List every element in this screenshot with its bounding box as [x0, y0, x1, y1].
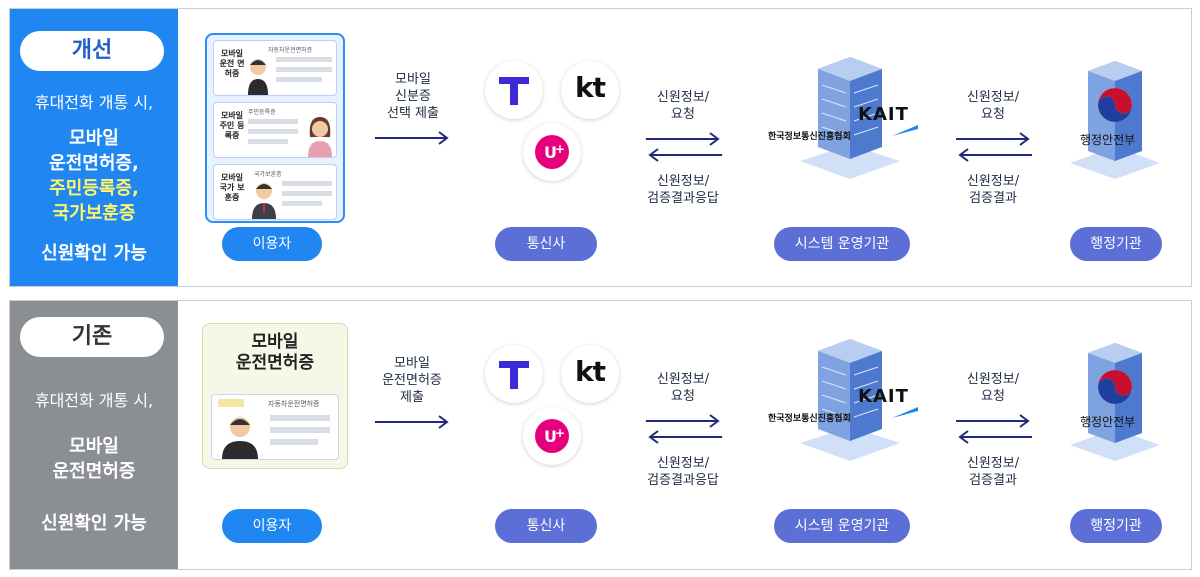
lguplus-icon: U+ [535, 135, 569, 169]
existing-conclusion: 신원확인 가능 [41, 513, 147, 534]
kt-logo: kt [561, 345, 619, 403]
kait-swoosh-icon [892, 125, 918, 136]
flow-result2-label: 신원정보/ 검증결과 [966, 456, 1020, 488]
left-arrow-icon [958, 430, 1032, 444]
person-female-icon [308, 117, 332, 157]
kait-name: 한국정보통신진흥협회 [768, 414, 851, 424]
gov-name: 행정안전부 [1080, 415, 1136, 429]
gov-name: 행정안전부 [1080, 133, 1136, 147]
improved-line4: 국가보훈증 [52, 203, 136, 224]
flow-request2-label: 신원정보/ 요청 [966, 372, 1020, 404]
role-telecom-button[interactable]: 통신사 [495, 227, 597, 261]
card-label: 모바일 주민 등록증 [219, 111, 245, 140]
left-arrow-icon [648, 430, 722, 444]
building-icon [1070, 343, 1160, 461]
flow-response-label: 신원정보/ 검증결과응답 [647, 174, 719, 206]
right-arrow-icon [375, 131, 449, 145]
existing-line1: 모바일 [69, 436, 119, 457]
card-title: 자동차운전면허증 [268, 47, 313, 54]
lguplus-logo: U+ [523, 123, 581, 181]
card-label: 모바일 운전 면허증 [219, 49, 245, 78]
svg-text:+: + [555, 142, 565, 156]
skt-logo [485, 345, 543, 403]
improved-badge: 개선 [20, 31, 164, 71]
right-arrow-icon [646, 414, 720, 428]
improved-line3: 주민등록증, [49, 178, 139, 199]
svg-text:+: + [555, 426, 565, 440]
improved-panel: 개선 휴대전화 개통 시, 모바일 운전면허증, 주민등록증, 국가보훈증 신원… [9, 8, 1192, 287]
submit-license-label: 모바일 운전면허증 제출 [382, 356, 442, 405]
flow-response-label: 신원정보/ 검증결과응답 [647, 456, 719, 488]
kt-text: kt [574, 71, 606, 104]
lguplus-logo: U+ [523, 407, 581, 465]
person-suit-icon [252, 183, 276, 219]
kt-text: kt [574, 355, 606, 388]
mobile-driver-license-big-card: 모바일 운전면허증 자동차운전면허증 [202, 323, 348, 469]
existing-panel: 기존 휴대전화 개통 시, 모바일 운전면허증 신원확인 가능 모바일 운전면허… [9, 300, 1192, 570]
kait-name: 한국정보통신진흥협회 [768, 132, 851, 142]
left-arrow-icon [958, 148, 1032, 162]
mobile-id-card-stack: 모바일 운전 면허증 자동차운전면허증 모바일 주민 등록증 주민등록증 모바일… [205, 33, 345, 223]
improved-conclusion: 신원확인 가능 [41, 243, 147, 264]
existing-side-panel: 기존 휴대전화 개통 시, 모바일 운전면허증 신원확인 가능 [10, 301, 178, 569]
building-icon [800, 57, 900, 179]
flow-request-label: 신원정보/ 요청 [656, 90, 710, 122]
lguplus-icon: U+ [535, 419, 569, 453]
telecom-logos: kt U+ [485, 345, 625, 465]
svg-text:U: U [544, 143, 557, 162]
flow-result2-label: 신원정보/ 검증결과 [966, 174, 1020, 206]
person-male-icon [248, 59, 268, 95]
kait-swoosh-icon [892, 407, 918, 418]
right-arrow-icon [956, 132, 1030, 146]
submit-id-label: 모바일 신분증 선택 제출 [387, 72, 439, 121]
role-operator-button[interactable]: 시스템 운영기관 [774, 509, 910, 543]
improved-subtitle: 휴대전화 개통 시, [34, 93, 154, 112]
kait-building: KAIT 한국정보통신진흥협회 [768, 331, 920, 471]
right-arrow-icon [646, 132, 720, 146]
kt-logo: kt [561, 61, 619, 119]
existing-badge: 기존 [20, 317, 164, 357]
card-title: 주민등록증 [248, 109, 276, 116]
kait-building: KAIT 한국정보통신진흥협회 [768, 49, 920, 189]
skt-t-icon [499, 77, 529, 105]
role-user-button[interactable]: 이용자 [222, 509, 322, 543]
improved-line1: 모바일 [69, 128, 119, 149]
gov-building: 행정안전부 [1060, 51, 1170, 191]
building-icon [800, 339, 900, 461]
license-doc-title: 자동차운전면허증 [268, 400, 320, 408]
role-admin-button[interactable]: 행정기관 [1070, 227, 1162, 261]
existing-line2: 운전면허증 [52, 461, 136, 482]
left-arrow-icon [648, 148, 722, 162]
mobile-veteran-card: 모바일 국가 보훈증 국가보훈증 [213, 164, 337, 220]
big-card-title: 모바일 운전면허증 [235, 332, 315, 373]
role-telecom-button[interactable]: 통신사 [495, 509, 597, 543]
telecom-logos: kt U+ [485, 61, 625, 181]
role-user-button[interactable]: 이용자 [222, 227, 322, 261]
kait-logo-text: KAIT [858, 386, 909, 407]
flow-request-label: 신원정보/ 요청 [656, 372, 710, 404]
right-arrow-icon [375, 415, 449, 429]
svg-text:U: U [544, 427, 557, 446]
building-icon [1070, 61, 1160, 179]
role-operator-button[interactable]: 시스템 운영기관 [774, 227, 910, 261]
kait-logo-text: KAIT [858, 104, 909, 125]
person-male-icon [222, 417, 258, 459]
license-card: 자동차운전면허증 [211, 394, 339, 460]
flow-request2-label: 신원정보/ 요청 [966, 90, 1020, 122]
improved-side-panel: 개선 휴대전화 개통 시, 모바일 운전면허증, 주민등록증, 국가보훈증 신원… [10, 9, 178, 286]
skt-t-icon [499, 361, 529, 389]
right-arrow-icon [956, 414, 1030, 428]
card-label: 모바일 국가 보훈증 [219, 173, 245, 202]
gov-building: 행정안전부 [1060, 333, 1170, 473]
existing-subtitle: 휴대전화 개통 시, [34, 391, 154, 410]
card-title: 국가보훈증 [254, 171, 282, 178]
improved-line2: 운전면허증, [49, 153, 139, 174]
mobile-resident-card: 모바일 주민 등록증 주민등록증 [213, 102, 337, 158]
role-admin-button[interactable]: 행정기관 [1070, 509, 1162, 543]
mobile-driver-license-card: 모바일 운전 면허증 자동차운전면허증 [213, 40, 337, 96]
skt-logo [485, 61, 543, 119]
